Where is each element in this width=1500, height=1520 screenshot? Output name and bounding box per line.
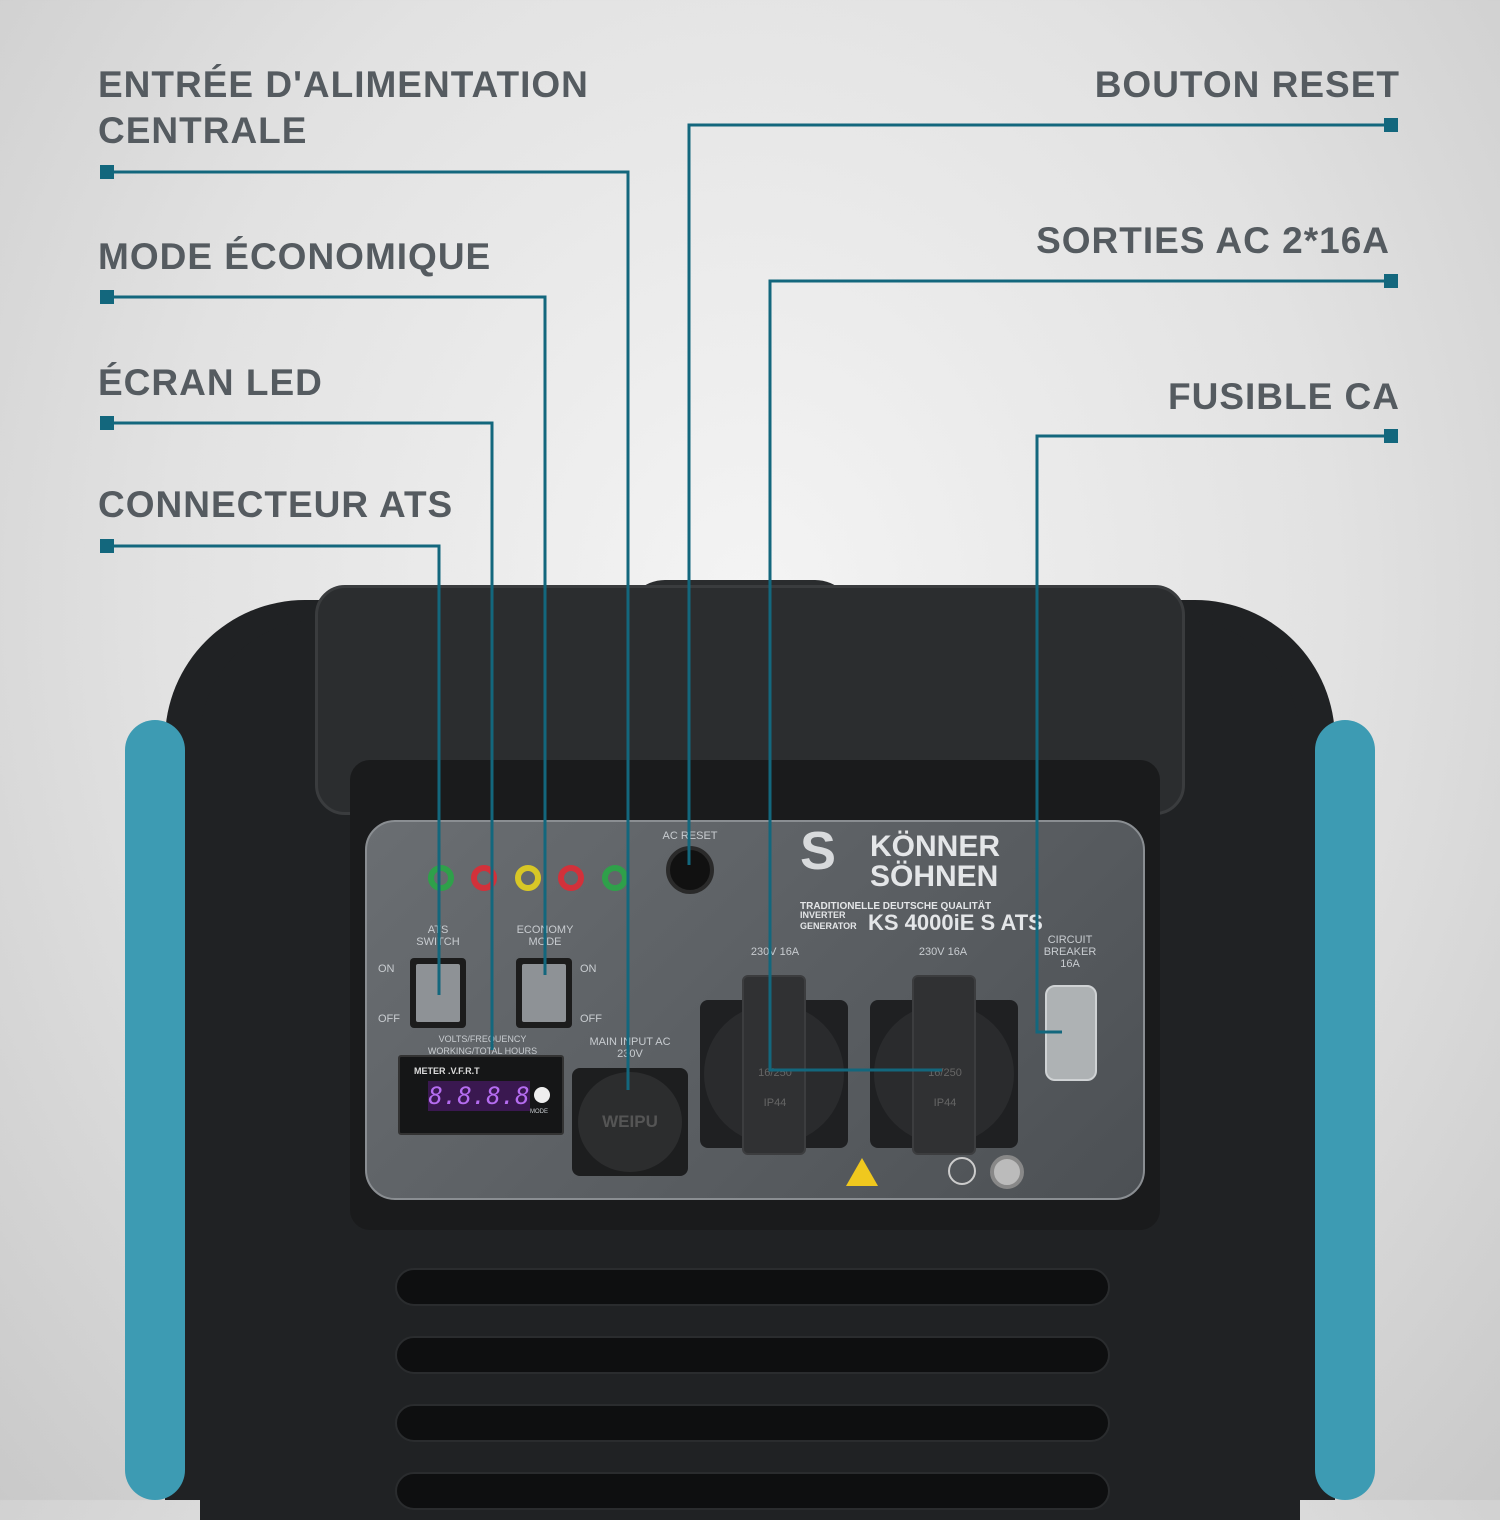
meter-mode-button[interactable] [534,1087,550,1103]
off-label: OFF [580,1013,602,1025]
type-line1: INVERTER [800,910,846,920]
ip-rating: IP44 [933,1097,957,1109]
meter-caption: VOLTS/FREQUENCY WORKING/TOTAL HOURS [427,1034,538,1056]
generator-side-blue-right [1315,720,1375,1500]
ground-icon [948,1157,976,1185]
indicator-led-red [558,865,584,891]
circuit-breaker-label: CIRCUIT BREAKER 16A [1043,934,1097,970]
tagline: TRADITIONELLE DEUTSCHE QUALITÄT [800,901,992,912]
indicator-led-green [428,865,454,891]
meter-display: 8.8.8.8 [428,1081,530,1111]
brand-line1: KÖNNER [870,830,1001,863]
on-label: ON [580,963,597,975]
vent-slot [395,1404,1110,1442]
type-line2: GENERATOR [800,921,857,931]
vent-slot [395,1268,1110,1306]
callout-ats-connector: CONNECTEUR ATS [98,484,454,525]
ip-rating: IP44 [763,1097,787,1109]
indicator-led-red [471,865,497,891]
callout-economy-mode: MODE ÉCONOMIQUE [98,236,492,277]
mode-label: MODE [530,1109,548,1115]
brand-line2: SÖHNEN [870,860,999,893]
socket-1-label: 230V 16A [750,946,800,958]
callout-led-screen: ÉCRAN LED [98,362,323,403]
vent-slot [395,1336,1110,1374]
model-name: KS 4000iE S ATS [868,910,1043,935]
callout-label: ENTRÉE D'ALIMENTATION [98,64,589,105]
callout-ac-outputs: SORTIES AC 2*16A [1036,220,1390,261]
meter-label: METER .V.F.R.T [414,1066,480,1076]
ats-input-connector[interactable]: WEIPU [572,1068,688,1176]
indicator-led-green [602,865,628,891]
warning-icon [846,1158,878,1186]
led-meter: METER .V.F.R.T 8.8.8.8 MODE [398,1055,564,1135]
main-input-label: MAIN INPUT AC 230V [589,1036,671,1060]
callout-ac-fuse: FUSIBLE CA [1168,376,1400,417]
callout-main-input: ENTRÉE D'ALIMENTATION CENTRALE [98,62,589,154]
indicator-led-yellow [515,865,541,891]
connector-cap: WEIPU [578,1072,682,1172]
ground-terminal[interactable] [990,1155,1024,1189]
on-label: ON [378,963,395,975]
callout-reset-button: BOUTON RESET [1094,64,1400,105]
callout-label: CENTRALE [98,110,308,151]
off-label: OFF [378,1013,400,1025]
socket-2-label: 230V 16A [918,946,968,958]
generator-side-blue-left [125,720,185,1500]
